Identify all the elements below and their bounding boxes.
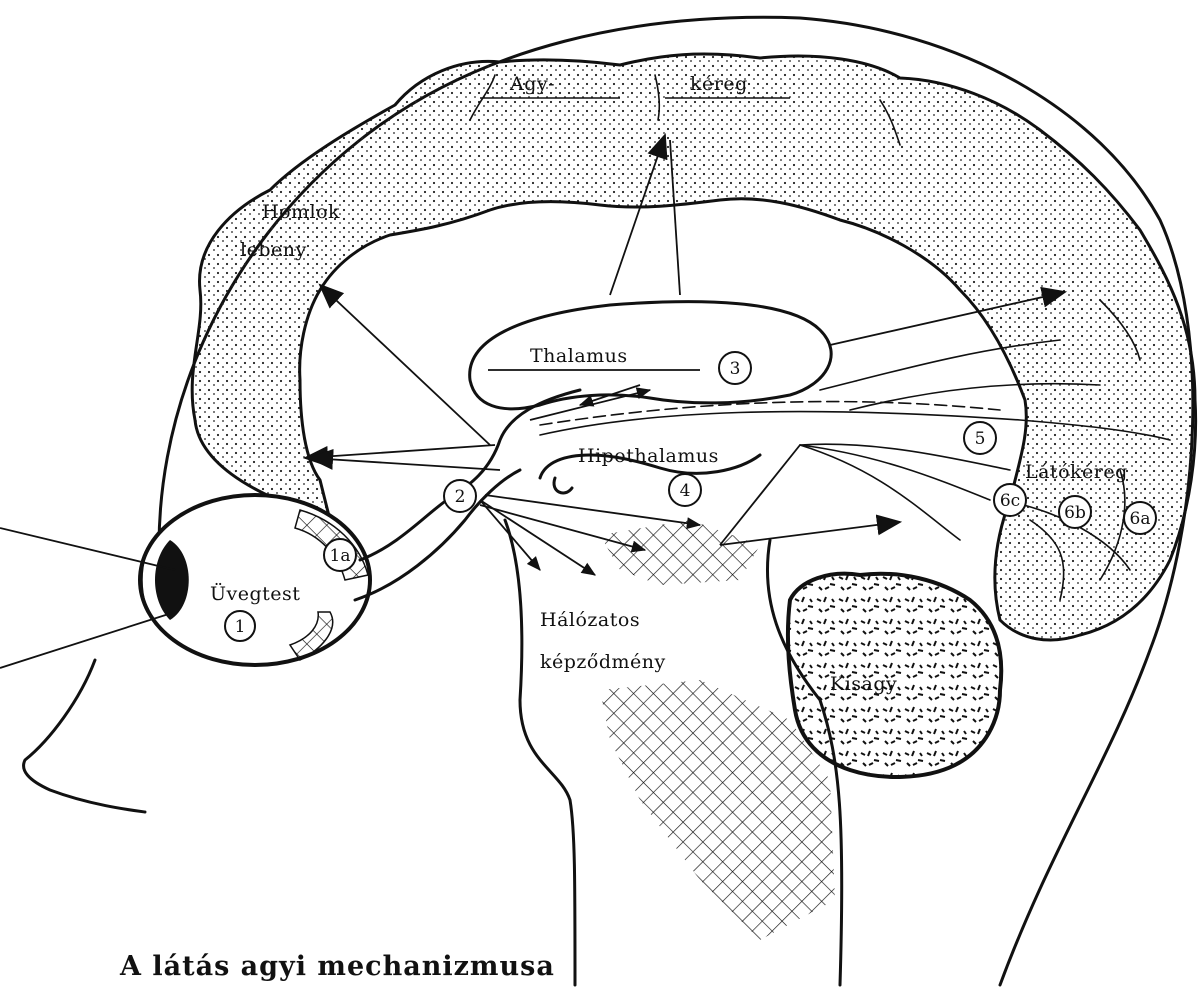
thalamus-shape (470, 302, 831, 409)
svg-text:5: 5 (975, 429, 986, 449)
svg-text:6c: 6c (1000, 491, 1020, 511)
label-cortex-right: kéreg (690, 73, 748, 95)
svg-text:6b: 6b (1064, 503, 1086, 523)
marker-4: 4 (669, 474, 701, 506)
label-reticular-2: képződmény (540, 651, 666, 673)
marker-6b: 6b (1059, 496, 1091, 528)
label-cortex-left: Agy- (509, 73, 555, 95)
label-hypothalamus: Hipothalamus (578, 445, 719, 467)
marker-3: 3 (719, 352, 751, 384)
marker-1: 1 (225, 611, 255, 641)
svg-text:1: 1 (235, 617, 246, 637)
marker-1a: 1a (324, 539, 356, 571)
marker-2: 2 (444, 480, 476, 512)
diagram-caption: A látás agyi mechanizmusa (119, 951, 555, 982)
label-frontal-lobe-1: Homlok (262, 201, 340, 223)
label-reticular-1: Hálózatos (540, 609, 640, 631)
marker-6c: 6c (994, 484, 1026, 516)
brainstem-outline (505, 520, 575, 985)
svg-text:1a: 1a (330, 546, 351, 566)
label-visual-cortex: Látókéreg (1025, 461, 1128, 483)
reticular-formation (600, 520, 760, 585)
label-frontal-lobe-2: lebeny (240, 239, 307, 261)
label-thalamus: Thalamus (530, 345, 628, 367)
marker-6a: 6a (1124, 502, 1156, 534)
svg-text:3: 3 (730, 359, 741, 379)
label-vitreous: Üvegtest (210, 582, 300, 605)
svg-text:4: 4 (680, 481, 691, 501)
svg-text:6a: 6a (1130, 509, 1151, 529)
face-profile (24, 660, 145, 812)
label-cerebellum: Kisagy (830, 673, 897, 695)
marker-5: 5 (964, 422, 996, 454)
svg-text:2: 2 (455, 487, 466, 507)
